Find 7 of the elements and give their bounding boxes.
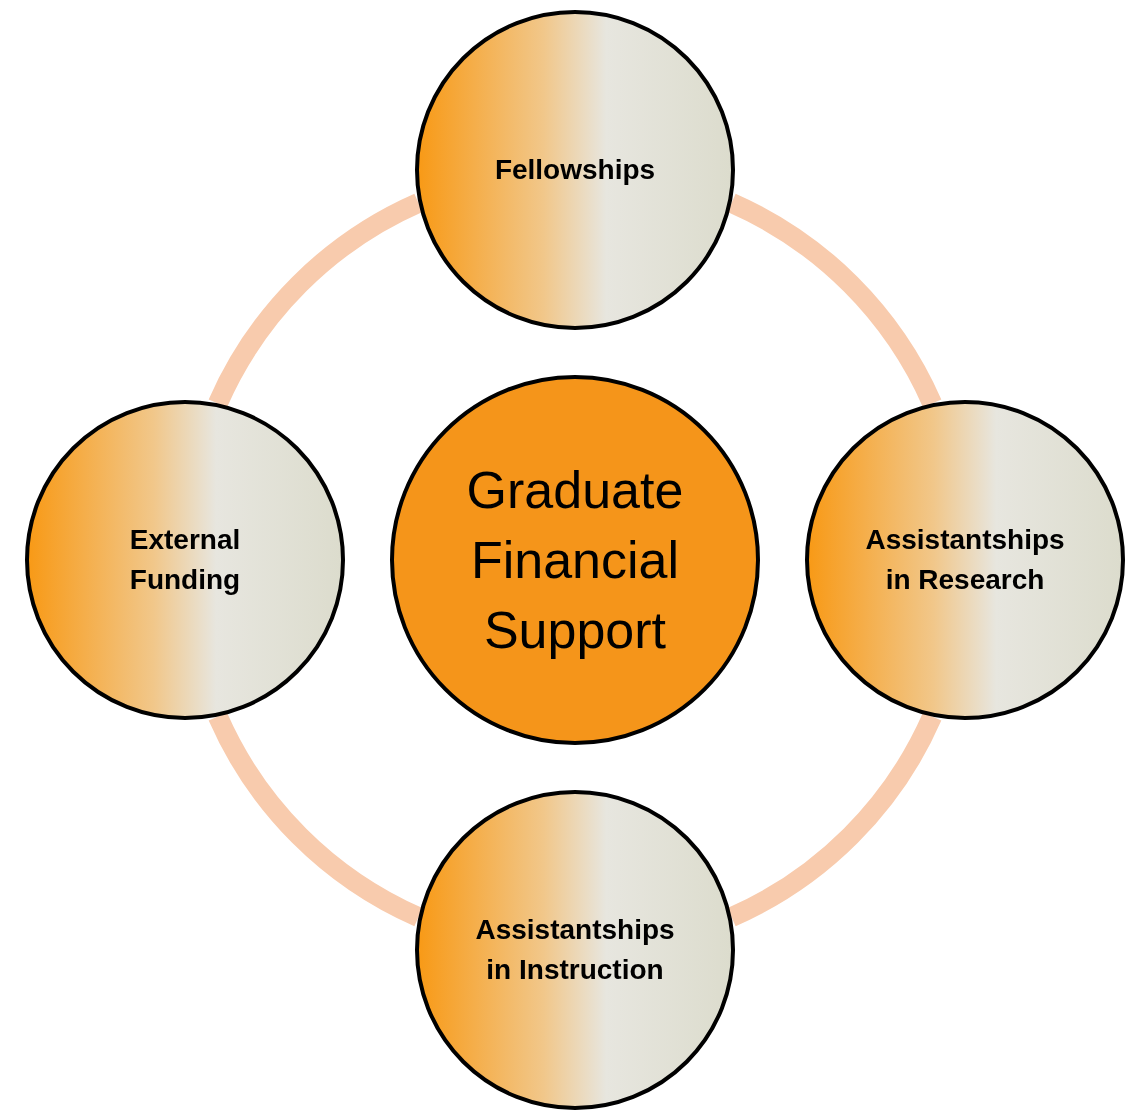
topic-label: Assistantships in Instruction [474, 913, 676, 987]
center-title: Graduate Financial Support [465, 460, 685, 661]
topic-label: Fellowships [493, 153, 657, 187]
ring-connector [208, 712, 423, 927]
topic-label: External Funding [128, 523, 242, 597]
ring-connector [727, 712, 942, 927]
topic-label: Assistantships in Research [864, 523, 1066, 597]
